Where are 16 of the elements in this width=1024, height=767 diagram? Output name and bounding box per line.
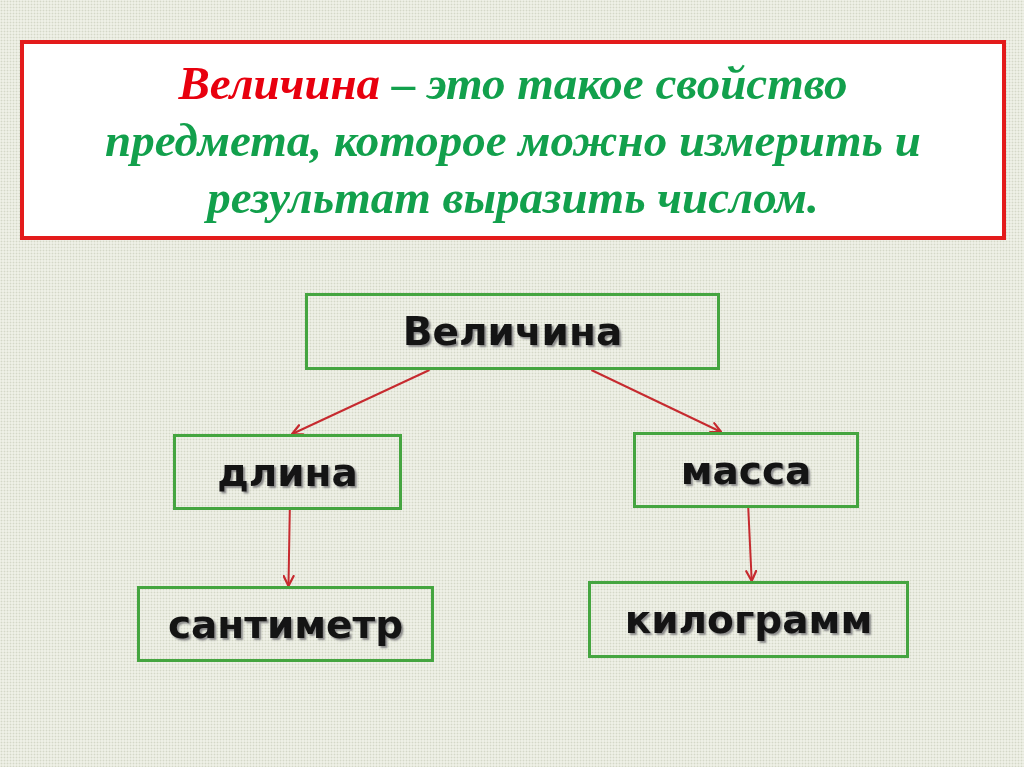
- arrow: [745, 507, 758, 583]
- concept-box: [305, 293, 720, 370]
- concept-label: килограмм: [624, 597, 873, 642]
- definition-box: [20, 40, 1006, 240]
- arrow: [590, 369, 723, 434]
- arrow: [291, 369, 431, 436]
- concept-box: [137, 586, 434, 662]
- concept-label: масса: [680, 447, 812, 493]
- concept-label: сантиметр: [167, 601, 404, 647]
- concept-box: [633, 432, 859, 508]
- concept-box: [173, 434, 402, 510]
- concept-label: длина: [217, 449, 358, 495]
- definition-text: Величина – это такое свойство предмета, которое можно измерить и результат выразить числом.: [104, 55, 922, 225]
- concept-box: [588, 581, 909, 658]
- concept-label: Величина: [402, 309, 623, 354]
- arrow: [282, 509, 295, 588]
